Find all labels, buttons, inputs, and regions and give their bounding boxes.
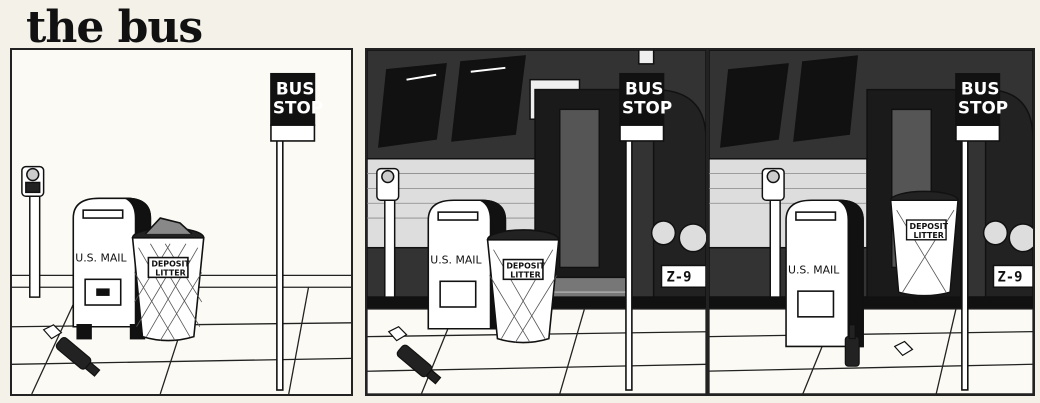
parking-meter: [761, 167, 785, 298]
trash-label-line1: DEPOSIT: [910, 222, 949, 231]
panel-2-drawing: Z-9 U.S. MAIL: [367, 50, 706, 394]
trash-can: [131, 217, 205, 342]
mailbox-label: U.S. MAIL: [788, 263, 839, 276]
litter: [42, 324, 101, 377]
bus-stop-sign: [619, 72, 665, 391]
parking-meter: [21, 165, 45, 298]
mailbox: [785, 199, 864, 348]
comic-strip: U.S. MAIL DEPOSIT LITTER: [10, 48, 1035, 398]
litter: [844, 324, 914, 367]
bus-plate: Z-9: [997, 269, 1022, 285]
bus-plate: Z-9: [666, 269, 691, 285]
panel-3-trash-taken: DEPOSIT LITTER Z-9: [707, 48, 1035, 396]
litter: [387, 326, 442, 385]
bus-stop-sign: [270, 72, 316, 391]
sign-text-line2: STOP: [958, 97, 1008, 117]
trash-label-line2: LITTER: [913, 231, 943, 240]
sidewalk: [709, 308, 1033, 394]
comic-title: the bus: [26, 2, 203, 53]
bus-stop-sign: [955, 73, 1001, 391]
trash-label-line1: DEPOSIT: [151, 259, 190, 268]
mailbox-label: U.S. MAIL: [430, 254, 481, 267]
sign-text-line1: BUS: [625, 79, 664, 99]
sign-text-line1: BUS: [961, 79, 1000, 99]
panel-2-bus-arrives: Z-9 U.S. MAIL: [365, 48, 708, 396]
trash-label-line2: LITTER: [510, 270, 540, 279]
sign-text-line1: BUS: [276, 79, 315, 99]
trash-label-line2: LITTER: [155, 268, 185, 277]
sign-text-line2: STOP: [622, 97, 672, 117]
mailbox-label: U.S. MAIL: [75, 252, 126, 265]
sign-text-line2: STOP: [273, 97, 323, 117]
trash-can: [486, 229, 560, 344]
panel-3-drawing: DEPOSIT LITTER Z-9: [709, 50, 1033, 394]
trash-label-line1: DEPOSIT: [506, 261, 545, 270]
panel-1-drawing: U.S. MAIL DEPOSIT LITTER: [12, 72, 351, 394]
panel-1-empty-stop: U.S. MAIL DEPOSIT LITTER: [10, 48, 353, 396]
trash-can-on-bus: [890, 190, 959, 297]
parking-meter: [376, 167, 400, 298]
